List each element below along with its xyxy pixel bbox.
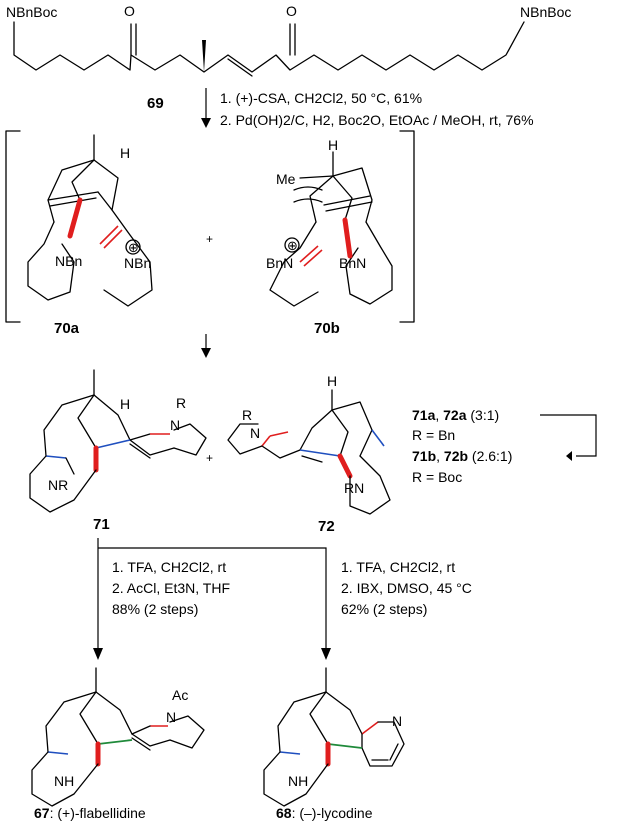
ratio-line-2: R = Bn: [412, 427, 455, 443]
compound-72: H R N RN 72: [227, 373, 391, 535]
product-67-caption: 67: (+)-flabellidine: [34, 805, 146, 821]
n-label-72: N: [250, 425, 260, 441]
n-label-68: N: [392, 713, 402, 729]
right-bracket: [399, 130, 415, 323]
right-step-condition-2: 2. IBX, DMSO, 45 °C: [341, 580, 472, 596]
me-label-70b: Me: [276, 171, 296, 187]
ratio-arrow: [540, 414, 597, 457]
step1-condition-2: 2. Pd(OH)2/C, H2, Boc2O, EtOAc / MeOH, r…: [220, 112, 534, 128]
plus-sign-1: +: [206, 232, 213, 246]
new-bond-72: [337, 453, 353, 479]
methyl-wedge-69: [202, 40, 206, 72]
compound-71-number: 71: [93, 516, 110, 533]
left-step-condition-1: 1. TFA, CH2Cl2, rt: [112, 559, 226, 575]
ketone-oxygen-left: O: [124, 3, 135, 19]
h-label-70a: H: [120, 145, 130, 161]
new-bond-70a: [67, 197, 83, 239]
product-67: Ac N NH 67: (+)-flabellidine: [31, 667, 205, 821]
left-step-condition-3: 88% (2 steps): [112, 601, 198, 617]
compound-69: NBnBoc NBnBoc O O 69: [6, 3, 571, 112]
n-label-67: N: [166, 709, 176, 725]
compound-70b-number: 70b: [314, 320, 340, 337]
nr-label-71: NR: [48, 477, 68, 493]
left-nbnboc-label: NBnBoc: [6, 4, 57, 20]
chain-69: [13, 21, 525, 73]
compound-71: H R N NR 71: [29, 369, 207, 533]
svg-text:⊕: ⊕: [128, 240, 139, 255]
arrow-to-68: [98, 547, 327, 654]
nh-label-68: NH: [288, 773, 308, 789]
svg-text:⊕: ⊕: [287, 238, 298, 253]
bnn-right-70b: BnN: [339, 255, 366, 271]
n-label-71: N: [170, 417, 180, 433]
nbn-right-70a: NBn: [124, 255, 151, 271]
left-step-condition-2: 2. AcCl, Et3N, THF: [112, 580, 230, 596]
r-label-71: R: [176, 395, 186, 411]
right-step-condition-1: 1. TFA, CH2Cl2, rt: [341, 559, 455, 575]
intermediate-70b: H Me BnN BnN ⊕ 70b: [266, 137, 393, 337]
nbn-left-70a: NBn: [55, 253, 82, 269]
right-nbnboc-label: NBnBoc: [520, 4, 571, 20]
compound-69-number: 69: [147, 95, 164, 112]
ratio-line-1: 71a, 72a (3:1): [412, 407, 499, 423]
product-68: N NH 68: (–)-lycodine: [263, 667, 405, 821]
product-68-caption: 68: (–)-lycodine: [276, 805, 373, 821]
h-label-71: H: [120, 396, 130, 412]
r-label-72: R: [242, 407, 252, 423]
ketone-oxygen-right: O: [286, 3, 297, 19]
left-bracket: [5, 130, 21, 323]
ratio-line-4: R = Boc: [412, 469, 462, 485]
ratio-line-3: 71b, 72b (2.6:1): [412, 448, 512, 464]
rn-label-72: RN: [344, 480, 364, 496]
new-bond-70b: [342, 217, 353, 259]
plus-sign-2: +: [206, 451, 213, 465]
right-step-condition-3: 62% (2 steps): [341, 601, 427, 617]
nh-label-67: NH: [54, 773, 74, 789]
compound-72-number: 72: [318, 518, 335, 535]
h-label-72: H: [327, 373, 337, 389]
step1-condition-1: 1. (+)-CSA, CH2Cl2, 50 °C, 61%: [220, 90, 422, 106]
intermediate-70a: H NBn NBn ⊕ 70a: [27, 134, 153, 337]
bnn-left-70b: BnN: [266, 255, 293, 271]
iminium-charge-70a: [125, 239, 141, 255]
iminium-charge-70b: [284, 237, 300, 253]
h-label-70b: H: [328, 137, 338, 153]
ratio-box: 71a, 72a (3:1) R = Bn 71b, 72b (2.6:1) R…: [412, 407, 597, 485]
ac-label-67: Ac: [172, 687, 188, 703]
compound-70a-number: 70a: [54, 320, 80, 337]
